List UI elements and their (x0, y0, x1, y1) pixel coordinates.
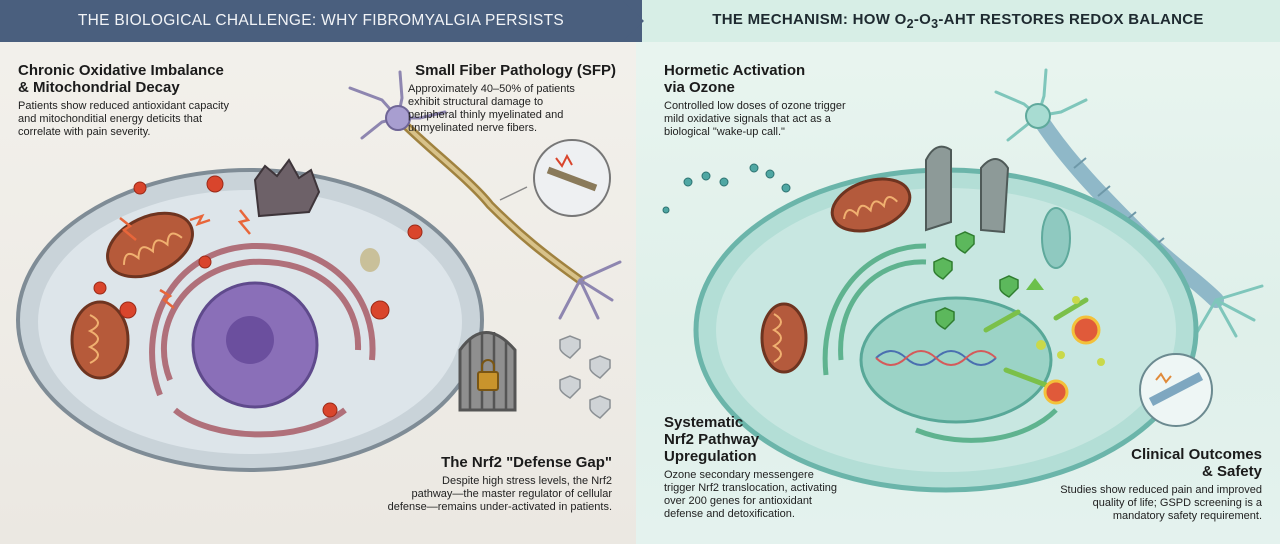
ruptured-organelle (253, 158, 321, 218)
locked-gate (458, 331, 517, 412)
damaged-neuron (348, 70, 622, 320)
nrf2-up-body-line: Ozone secondary messengere (664, 469, 814, 481)
clinical-body-line: quality of life; GSPD screening is a (1092, 497, 1262, 509)
healthy-fiber (1148, 372, 1204, 406)
hormetic-body-line: mild oxidative signals that act as a (664, 113, 831, 125)
free-radicals (93, 175, 423, 418)
nrf2-gap-body-line: pathway—the master regulator of cellular (411, 488, 612, 500)
antioxidant-particles (1036, 296, 1105, 366)
right-header-text: -O (913, 11, 932, 28)
nrf2-gap-body-line: defense—remains under-activated in patie… (387, 501, 612, 513)
clinical-title-1: Clinical Outcomes (1131, 446, 1262, 463)
left-panel: Chronic Oxidative Imbalance & Mitochondr… (0, 0, 642, 544)
sfp-body-line: exhibit structural damage to (408, 96, 544, 108)
left-header-title: THE BIOLOGICAL CHALLENGE: WHY FIBROMYALG… (77, 12, 565, 29)
sfp-body-line: peripheral thinly myelinated and (408, 109, 564, 121)
right-header: THE MECHANISM: HOW O2-O3-AHT RESTORES RE… (636, 0, 1280, 42)
clinical-body-line: Studies show reduced pain and improved (1060, 484, 1262, 496)
nucleus (859, 296, 1053, 424)
nucleolus (226, 316, 274, 364)
clinical-body-line: mandatory safety requirement. (1112, 510, 1262, 522)
sfp-body: Approximately 40–50% of patients exhibit… (380, 83, 630, 135)
right-panel: Hormetic Activation via Ozone Controlled… (636, 0, 1280, 544)
sfp-title: Small Fiber Pathology (SFP) (415, 62, 616, 79)
nrf2-up-body-line: trigger Nrf2 translocation, activating (664, 482, 838, 494)
nrf2-up-title-3: Upregulation (664, 448, 757, 465)
left-header: THE BIOLOGICAL CHALLENGE: WHY FIBROMYALG… (0, 0, 642, 42)
oxidative-imbalance-block: Chronic Oxidative Imbalance & Mitochondr… (18, 62, 318, 139)
open-gate-doors (925, 145, 1010, 234)
hormetic-title-2: via Ozone (664, 79, 735, 96)
neutralized-radicals (1026, 278, 1101, 405)
vesicle (360, 248, 380, 272)
hormetic-body-line: biological "wake-up call." (664, 126, 785, 138)
sfp-block: Small Fiber Pathology (SFP) Approximatel… (380, 62, 630, 135)
healthy-mitochondria (760, 177, 912, 374)
clinical-body: Studies show reduced pain and improved q… (1040, 484, 1262, 523)
hormetic-title-1: Hormetic Activation (664, 62, 806, 79)
oxidative-imbalance-body: Patients show reduced antioxidant capaci… (18, 100, 318, 139)
clinical-title-2: & Safety (1201, 463, 1262, 480)
right-header-subscript: 2 (906, 17, 914, 31)
nrf2-gap-body: Despite high stress levels, the Nrf2 pat… (360, 475, 612, 514)
neuron-body (385, 105, 411, 131)
header-arrow-tip (622, 0, 644, 42)
activation-arrows (983, 297, 1089, 388)
restored-cell-illustration (662, 68, 1264, 493)
damaged-mitochondria (70, 211, 194, 380)
endoplasmic-reticulum (822, 243, 1058, 443)
hormetic-block: Hormetic Activation via Ozone Controlled… (664, 62, 924, 139)
clinical-outcomes-block: Clinical Outcomes & Safety Studies show … (1040, 446, 1262, 523)
nrf2-up-title-2: Nrf2 Pathway (664, 431, 760, 448)
nrf2-up-body: Ozone secondary messengere trigger Nrf2 … (664, 469, 894, 521)
oxidative-body-line: and mitochonditial energy deticits that (18, 113, 203, 125)
right-header-subscript: 3 (931, 17, 939, 31)
hormetic-body-line: Controlled low doses of ozone trigger (664, 100, 846, 112)
dna-helix (875, 350, 997, 366)
nrf2-up-title-1: Systematic (664, 414, 744, 431)
broken-fiber (546, 166, 598, 192)
lightning-bolts (119, 209, 251, 309)
oxidative-imbalance-title-1: Chronic Oxidative Imbalance (18, 62, 224, 79)
sfp-body-line: Approximately 40–50% of patients (408, 83, 575, 95)
right-header-text: -AHT RESTORES REDOX BALANCE (938, 11, 1204, 28)
hormetic-body: Controlled low doses of ozone trigger mi… (664, 100, 924, 139)
nrf2-upregulation-block: Systematic Nrf2 Pathway Upregulation Ozo… (664, 414, 894, 521)
oxidative-imbalance-title-2: & Mitochondrial Decay (18, 79, 180, 96)
oxidative-body-line: Patients show reduced antioxidant capaci… (18, 100, 229, 112)
shield-icons (933, 231, 1019, 330)
vesicle (1041, 207, 1071, 269)
damaged-cell-illustration (16, 70, 622, 472)
sfp-body-line: unmyelinated nerve fibers. (408, 122, 538, 134)
nrf2-gap-body-line: Despite high stress levels, the Nrf2 (442, 475, 612, 487)
right-header-title: THE MECHANISM: HOW O2-O3-AHT RESTORES RE… (712, 11, 1203, 31)
nrf2-gap-title: The Nrf2 "Defense Gap" (441, 454, 612, 471)
neuron-body (1025, 103, 1051, 129)
nrf2-up-body-line: defense and detoxification. (664, 508, 795, 520)
right-header-text: THE MECHANISM: HOW O (712, 11, 907, 28)
broken-shield-icons (559, 335, 611, 419)
endoplasmic-reticulum (149, 242, 376, 438)
oxidative-body-line: correlate with pain severity. (18, 126, 151, 138)
nrf2-gap-block: The Nrf2 "Defense Gap" Despite high stre… (360, 454, 612, 514)
nrf2-up-body-line: over 200 genes for antioxidant (664, 495, 812, 507)
